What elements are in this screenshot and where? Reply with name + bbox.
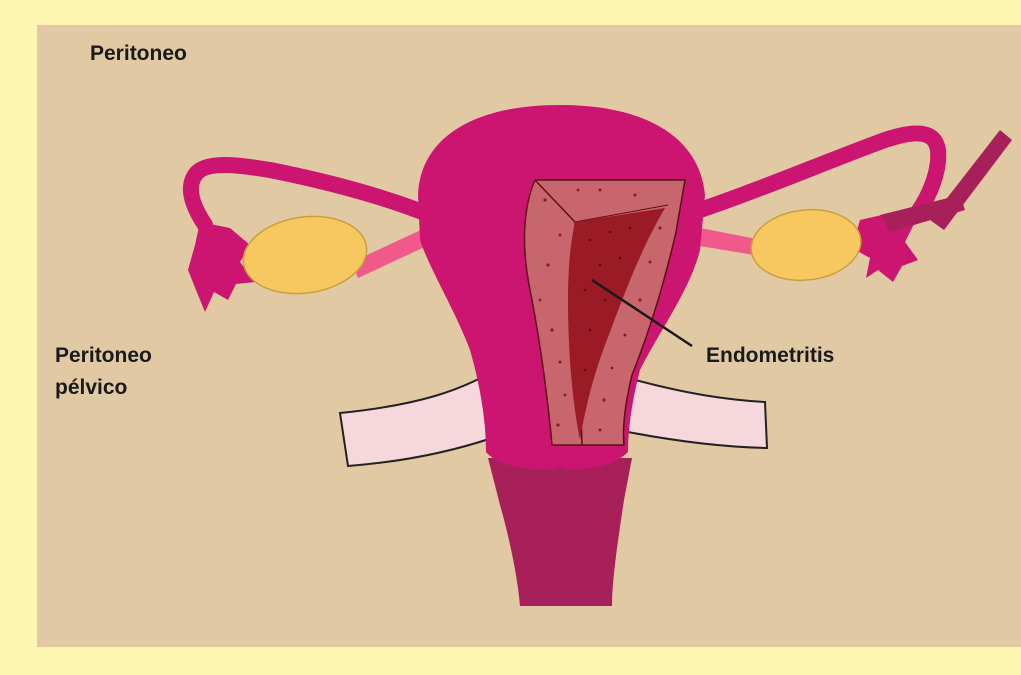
pelvic-peritoneum-band-right <box>628 378 767 448</box>
label-peritoneo-pelvico: Peritoneo pélvico <box>55 340 152 404</box>
fallopian-tube-right <box>700 133 938 212</box>
ovary-left <box>238 209 371 302</box>
pelvic-peritoneum-band-left <box>340 372 492 466</box>
label-peritoneo: Peritoneo <box>90 38 187 70</box>
ovary-right <box>748 204 865 285</box>
label-peritoneo-pelvico-line2: pélvico <box>55 372 152 404</box>
cervix <box>488 458 632 606</box>
label-peritoneo-pelvico-line1: Peritoneo <box>55 340 152 372</box>
label-endometritis: Endometritis <box>706 340 834 372</box>
